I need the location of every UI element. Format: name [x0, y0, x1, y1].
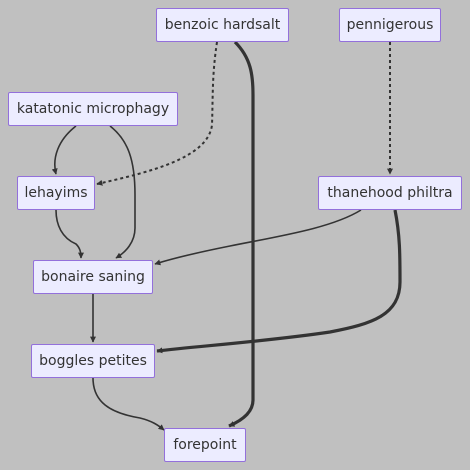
- node-pennigerous[interactable]: pennigerous: [339, 8, 441, 42]
- node-label: lehayims: [24, 185, 88, 201]
- node-bonaire-saning[interactable]: bonaire saning: [33, 260, 153, 294]
- node-label: bonaire saning: [41, 269, 145, 285]
- node-thanehood-philtra[interactable]: thanehood philtra: [318, 176, 462, 210]
- node-lehayims[interactable]: lehayims: [17, 176, 95, 210]
- node-label: thanehood philtra: [327, 185, 453, 201]
- edge-thanehood-to-boggles: [156, 209, 402, 354]
- node-label: pennigerous: [346, 17, 434, 33]
- edge-katatonic-to-bonaire: [109, 125, 136, 259]
- edge-katatonic-to-lehayims: [51, 125, 77, 175]
- edge-lehayims-to-bonaire: [55, 209, 84, 259]
- edge-benzoic-to-lehayims: [96, 41, 218, 186]
- node-label: katatonic microphagy: [16, 101, 170, 117]
- node-forepoint[interactable]: forepoint: [164, 428, 246, 462]
- node-boggles-petites[interactable]: boggles petites: [31, 344, 155, 378]
- edge-boggles-to-forepoint: [92, 377, 165, 431]
- node-benzoic-hardsalt[interactable]: benzoic hardsalt: [156, 8, 289, 42]
- node-label: benzoic hardsalt: [164, 17, 281, 33]
- node-katatonic-microphagy[interactable]: katatonic microphagy: [8, 92, 178, 126]
- node-label: boggles petites: [39, 353, 147, 369]
- edge-benzoic-to-forepoint: [228, 40, 255, 428]
- node-label: forepoint: [173, 437, 237, 453]
- edge-thanehood-to-bonaire: [154, 209, 362, 266]
